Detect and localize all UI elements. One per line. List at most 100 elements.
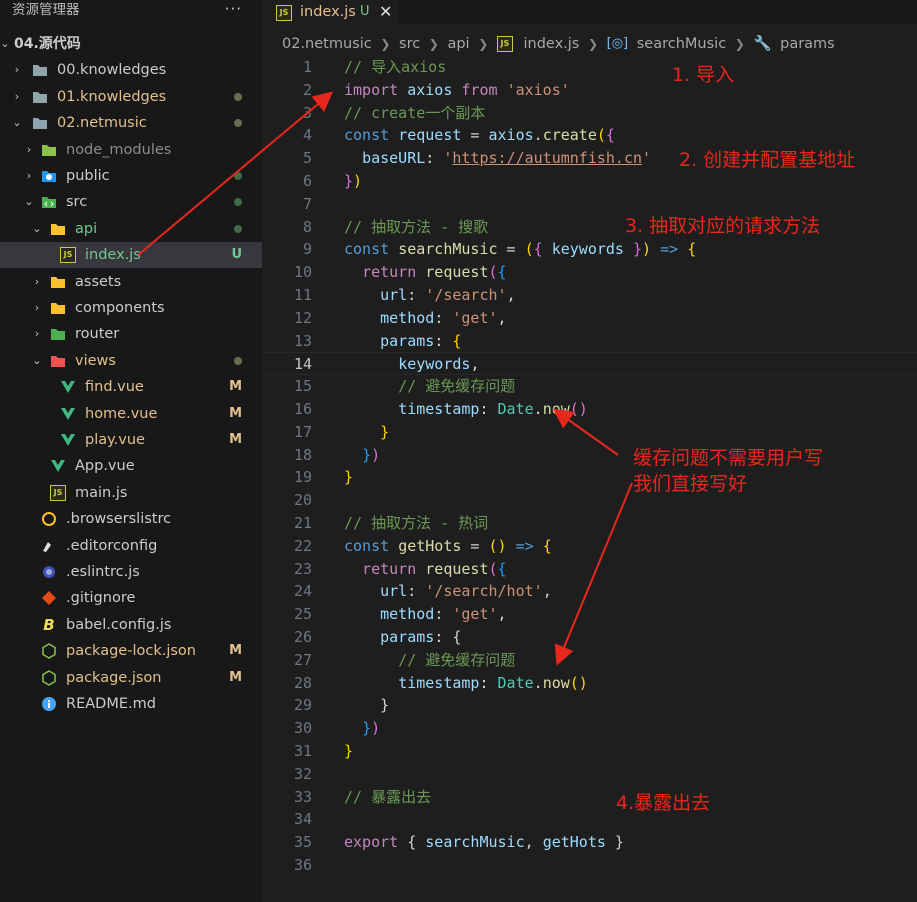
tree-root-folder[interactable]: ⌄ 04.源代码	[0, 31, 262, 57]
code-line[interactable]: 16 timestamp: Date.now()	[262, 398, 917, 421]
breadcrumb-item[interactable]: 02.netmusic	[282, 36, 372, 52]
code-line[interactable]: 3// create一个副本	[262, 102, 917, 125]
git-status-badge: M	[229, 379, 242, 394]
code-line[interactable]: 14 keywords,	[262, 352, 917, 376]
line-number: 18	[293, 445, 312, 464]
tree-item-package-json[interactable]: package.json M	[0, 665, 262, 691]
code-line[interactable]: 30 })	[262, 717, 917, 740]
code-line[interactable]: 15 // 避免缓存问题	[262, 375, 917, 398]
tree-item-public[interactable]: › public	[0, 163, 262, 189]
code-line[interactable]: 11 url: '/search',	[262, 284, 917, 307]
tree-item-readme[interactable]: README.md	[0, 691, 262, 717]
tree-item-views[interactable]: ⌄ views	[0, 348, 262, 374]
explorer-sidebar: 资源管理器 ··· ⌄ 04.源代码 › 00.knowledges › 01.…	[0, 0, 262, 902]
modified-dot	[234, 119, 242, 127]
code-line[interactable]: 27 // 避免缓存问题	[262, 649, 917, 672]
tree-item-src[interactable]: ⌄ src	[0, 189, 262, 215]
code-token: '	[642, 149, 652, 168]
tree-item-main-js[interactable]: JS main.js	[0, 480, 262, 506]
breadcrumb: 02.netmusic ❯ src ❯ api ❯ JS index.js ❯ …	[282, 32, 835, 56]
tree-item-play-vue[interactable]: play.vue M	[0, 427, 262, 453]
tree-item-components[interactable]: › components	[0, 295, 262, 321]
tree-item-label: index.js	[85, 247, 141, 263]
tree-item-browserslistrc[interactable]: .browserslistrc	[0, 506, 262, 532]
tree-item-node-modules[interactable]: › node_modules	[0, 137, 262, 163]
code-line[interactable]: 1// 导入axios	[262, 56, 917, 79]
code-token	[344, 446, 362, 464]
code-text: method: 'get',	[344, 603, 506, 626]
code-line[interactable]: 26 params: {	[262, 626, 917, 649]
code-line[interactable]: 29 }	[262, 694, 917, 717]
chevron-right-icon: ›	[26, 169, 32, 182]
tree-item-api[interactable]: ⌄ api	[0, 216, 262, 242]
code-line[interactable]: 13 params: {	[262, 330, 917, 353]
tree-item-gitignore[interactable]: .gitignore	[0, 585, 262, 611]
tree-item-eslintrc[interactable]: .eslintrc.js	[0, 559, 262, 585]
code-token: }	[362, 445, 372, 464]
tree-item-index-js[interactable]: JS index.js U	[0, 242, 262, 268]
tab-index-js[interactable]: JS index.js U ✕	[262, 0, 398, 25]
code-line[interactable]: 17 }	[262, 421, 917, 444]
code-line[interactable]: 34	[262, 808, 917, 831]
code-line[interactable]: 20	[262, 489, 917, 512]
code-line[interactable]: 10 return request({	[262, 261, 917, 284]
tree-item-02-netmusic[interactable]: ⌄ 02.netmusic	[0, 110, 262, 136]
tree-item-babel-config[interactable]: B babel.config.js	[0, 612, 262, 638]
tree-item-app-vue[interactable]: App.vue	[0, 453, 262, 479]
code-token: }	[380, 422, 390, 441]
code-line[interactable]: 19}	[262, 466, 917, 489]
code-token	[344, 423, 380, 441]
code-token: :	[425, 149, 444, 168]
tree-item-package-lock[interactable]: package-lock.json M	[0, 638, 262, 664]
code-token: '/search/hot'	[425, 582, 543, 601]
breadcrumb-item[interactable]: params	[780, 36, 835, 52]
breadcrumb-item[interactable]: index.js	[523, 36, 580, 52]
code-line[interactable]: 24 url: '/search/hot',	[262, 580, 917, 603]
chevron-right-icon: ❯	[380, 37, 391, 51]
code-token: request	[425, 559, 489, 578]
chevron-right-icon: ❯	[734, 37, 745, 51]
code-line[interactable]: 12 method: 'get',	[262, 307, 917, 330]
js-file-icon: JS	[276, 5, 292, 21]
code-line[interactable]: 6})	[262, 170, 917, 193]
api-folder-icon	[51, 224, 65, 235]
code-line[interactable]: 36	[262, 854, 917, 877]
tree-item-editorconfig[interactable]: .editorconfig	[0, 533, 262, 559]
tree-item-label: public	[66, 168, 110, 184]
code-line[interactable]: 23 return request({	[262, 558, 917, 581]
breadcrumb-item[interactable]: src	[399, 36, 421, 52]
code-token	[344, 377, 398, 395]
code-line[interactable]: 21// 抽取方法 - 热词	[262, 512, 917, 535]
code-line[interactable]: 18 })	[262, 444, 917, 467]
breadcrumb-item[interactable]: api	[447, 36, 470, 52]
git-status-badge: M	[229, 432, 242, 447]
tree-item-router[interactable]: › router	[0, 321, 262, 347]
code-line[interactable]: 31}	[262, 740, 917, 763]
tree-item-assets[interactable]: › assets	[0, 269, 262, 295]
code-token: :	[407, 582, 426, 601]
src-folder-icon	[42, 197, 56, 208]
tree-item-00-knowledges[interactable]: › 00.knowledges	[0, 57, 262, 83]
code-line[interactable]: 25 method: 'get',	[262, 603, 917, 626]
code-text: keywords,	[344, 353, 479, 376]
tree-item-find-vue[interactable]: find.vue M	[0, 374, 262, 400]
annotation-export: 4.暴露出去	[616, 792, 711, 814]
more-actions-icon[interactable]: ···	[224, 0, 242, 18]
breadcrumb-item[interactable]: searchMusic	[636, 36, 727, 52]
code-line[interactable]: 33// 暴露出去	[262, 786, 917, 809]
chevron-right-icon: ›	[34, 301, 40, 314]
code-token: =>	[660, 240, 679, 259]
code-line[interactable]: 28 timestamp: Date.now()	[262, 672, 917, 695]
close-icon[interactable]: ✕	[379, 2, 393, 21]
info-icon	[42, 697, 56, 711]
tree-item-01-knowledges[interactable]: › 01.knowledges	[0, 84, 262, 110]
code-line[interactable]: 32	[262, 763, 917, 786]
tree-item-home-vue[interactable]: home.vue M	[0, 401, 262, 427]
code-token: :	[434, 331, 453, 350]
code-line[interactable]: 5 baseURL: 'https://autumnfish.cn'	[262, 147, 917, 170]
